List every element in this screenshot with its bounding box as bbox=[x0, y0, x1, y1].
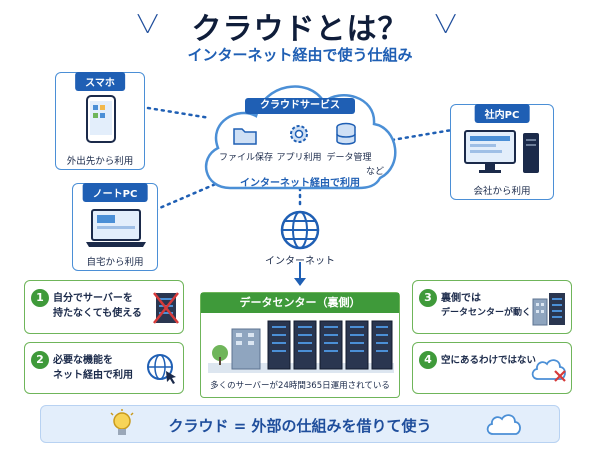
datacenter-title: データセンター（裏側） bbox=[201, 293, 399, 313]
datacenter-panel: データセンター（裏側） 多くのサーバーが24時間365日運用されている bbox=[200, 292, 400, 398]
gear-icon bbox=[290, 125, 308, 143]
point-1-line1: 自分でサーバーを bbox=[53, 293, 133, 304]
laptop-panel: ノートPC 自宅から利用 bbox=[72, 183, 158, 271]
point-1-panel: 1 自分でサーバーを 持たなくても使える bbox=[24, 280, 184, 334]
point-2-number: 2 bbox=[31, 351, 49, 369]
datacenter-caption: 多くのサーバーが24時間365日運用されている bbox=[210, 381, 390, 391]
point-3-line2: データセンターが動く bbox=[441, 308, 532, 318]
point-3-line1: 裏側では bbox=[441, 293, 481, 304]
office-pc-caption: 会社から利用 bbox=[473, 186, 531, 197]
cloud-outline-icon bbox=[486, 414, 521, 435]
point-2-line1: 必要な機能を bbox=[53, 355, 113, 366]
summary-bar: クラウド = 外部の仕組みを借りて使う bbox=[40, 405, 560, 443]
page-title: クラウドとは？ bbox=[191, 12, 409, 47]
service-app-use: アプリ利用 bbox=[276, 153, 322, 163]
point-4-number: 4 bbox=[419, 351, 437, 369]
title-spark-right: ╲╱ bbox=[436, 14, 456, 33]
globe-icon bbox=[280, 210, 320, 250]
service-data-management: データ管理 bbox=[326, 153, 372, 163]
point-2-panel: 2 必要な機能を ネット経由で利用 bbox=[24, 342, 184, 394]
server-racks-icon bbox=[208, 320, 394, 373]
point-4-panel: 4 空にあるわけではない bbox=[412, 342, 572, 394]
building-icon bbox=[532, 293, 565, 326]
smartphone-caption: 外出先から利用 bbox=[66, 156, 134, 167]
folder-icon bbox=[233, 128, 257, 145]
title-spark-left: ╲╱ bbox=[138, 14, 158, 33]
point-4-text: 空にあるわけではない bbox=[441, 353, 536, 368]
cloud-crossed-icon bbox=[531, 359, 566, 382]
laptop-icon bbox=[86, 209, 146, 247]
point-1-line2: 持たなくても使える bbox=[53, 308, 142, 319]
point-1-text: 自分でサーバーを 持たなくても使える bbox=[53, 291, 142, 321]
smartphone-panel: スマホ 外出先から利用 bbox=[55, 72, 145, 170]
lightbulb-icon bbox=[110, 409, 134, 435]
point-2-text: 必要な機能を ネット経由で利用 bbox=[53, 353, 133, 383]
office-pc-panel: 社内PC 会社から利用 bbox=[450, 104, 554, 200]
cloud-caption: インターネット経由で利用 bbox=[240, 178, 360, 189]
laptop-tag: ノートPC bbox=[82, 183, 148, 202]
laptop-caption: 自宅から利用 bbox=[86, 257, 144, 268]
point-3-number: 3 bbox=[419, 289, 437, 307]
point-3-panel: 3 裏側では データセンターが動く bbox=[412, 280, 572, 334]
cloud-service-tag: クラウドサービス bbox=[245, 98, 355, 114]
globe-cursor-icon bbox=[147, 354, 176, 384]
point-1-number: 1 bbox=[31, 289, 49, 307]
point-4-line1: 空にあるわけではない bbox=[441, 355, 537, 366]
smartphone-tag: スマホ bbox=[75, 72, 125, 91]
service-etc: など bbox=[365, 167, 384, 177]
office-pc-tag: 社内PC bbox=[474, 104, 530, 123]
page-subtitle: インターネット経由で使う仕組み bbox=[187, 46, 413, 64]
point-3-text: 裏側では データセンターが動く bbox=[441, 291, 531, 321]
internet-label: インターネット bbox=[265, 256, 335, 267]
server-crossed-icon bbox=[153, 292, 179, 324]
database-icon bbox=[336, 122, 356, 145]
desktop-pc-icon bbox=[464, 130, 539, 173]
smartphone-icon bbox=[86, 95, 116, 143]
service-file-storage: ファイル保存 bbox=[218, 153, 273, 163]
point-2-line2: ネット経由で利用 bbox=[53, 370, 133, 381]
summary-text: クラウド = 外部の仕組みを借りて使う bbox=[168, 417, 432, 435]
